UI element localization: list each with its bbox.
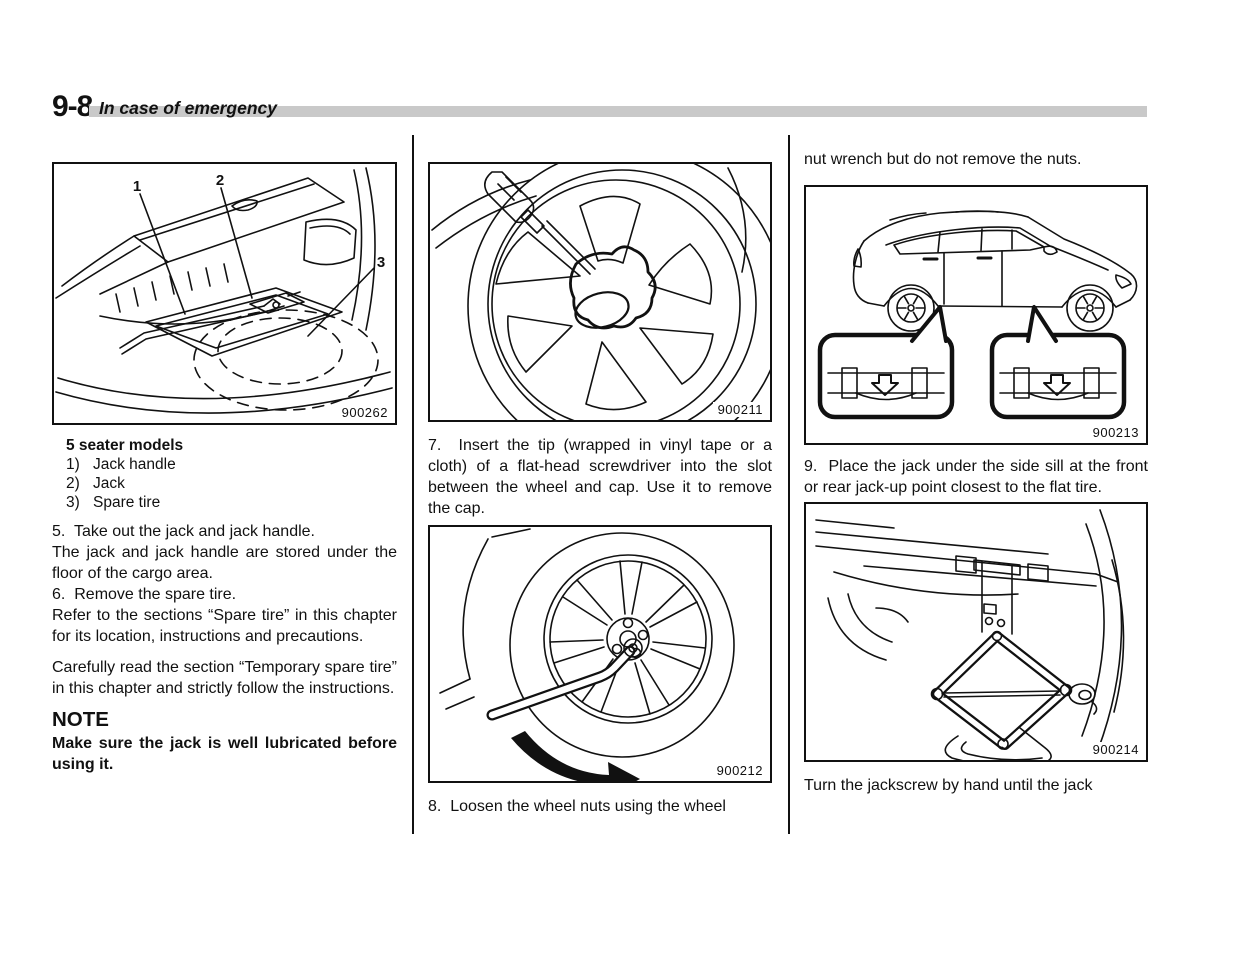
figure-jack-up-points: 900213 — [804, 185, 1148, 445]
header-bar — [89, 106, 1147, 117]
legend-item: 3) Spare tire — [66, 493, 397, 512]
legend-title: 5 seater models — [66, 437, 184, 454]
scissor-jack-icon — [930, 630, 1098, 760]
step-5-body: The jack and jack handle are stored unde… — [52, 544, 397, 582]
legend-item-label: Jack — [93, 475, 125, 492]
figure-loosen-nuts: 900212 — [428, 525, 772, 783]
step-6: 6. Remove the spare tire. — [52, 586, 237, 603]
left-column: 1 2 3 900262 5 seater models 1) Jack han… — [52, 162, 397, 775]
jack-up-points-illustration — [817, 210, 1138, 420]
cargo-area-illustration: 1 2 3 — [55, 167, 393, 414]
callout-3: 3 — [377, 254, 385, 271]
section-number: 9-8 — [52, 90, 93, 123]
step-7: 7. Insert the tip (wrapped in vinyl tape… — [428, 437, 772, 517]
middle-column: 900211 7. Insert the tip (wrapped in vin… — [428, 162, 772, 817]
figure-number: 900262 — [336, 405, 388, 420]
column-divider-right — [788, 135, 790, 834]
callout-2: 2 — [216, 172, 224, 189]
figure-cap-removal: 900211 — [428, 162, 772, 422]
legend-item-label: Spare tire — [93, 494, 161, 511]
figure-number: 900214 — [1087, 742, 1139, 757]
scissor-jack-illustration — [815, 509, 1125, 760]
wheel-cap-removal-illustration — [431, 164, 770, 420]
legend-item-num: 3) — [66, 494, 80, 511]
figure-number: 900212 — [711, 763, 763, 778]
legend-item: 2) Jack — [66, 474, 397, 493]
continuation-text-top: nut wrench but do not remove the nuts. — [804, 151, 1082, 168]
callout-1: 1 — [133, 178, 141, 195]
rotation-arrow-icon — [511, 731, 640, 781]
figure-number: 900211 — [712, 402, 763, 417]
column-divider-left — [412, 135, 414, 834]
legend-item-num: 2) — [66, 475, 80, 492]
right-column: nut wrench but do not remove the nuts. — [804, 149, 1148, 796]
note-title: NOTE — [52, 708, 109, 731]
section-title: In case of emergency — [99, 98, 277, 118]
screwdriver-icon — [484, 171, 596, 275]
figure-number: 900213 — [1087, 425, 1139, 440]
caution-paragraph: Carefully read the section “Temporary sp… — [52, 659, 397, 697]
legend-item-num: 1) — [66, 456, 80, 473]
figure-jack-placement: 900214 — [804, 502, 1148, 762]
wheel-nut-loosening-illustration — [439, 528, 735, 781]
note-body: Make sure the jack is well lubricated be… — [52, 735, 397, 773]
figure-cargo-tools: 1 2 3 900262 — [52, 162, 397, 425]
step-6-body: Refer to the sections “Spare tire” in th… — [52, 607, 397, 645]
continuation-text-bottom: Turn the jackscrew by hand until the jac… — [804, 777, 1093, 794]
step-5: 5. Take out the jack and jack handle. — [52, 523, 315, 540]
legend-item: 1) Jack handle — [66, 455, 397, 474]
step-8: 8. Loosen the wheel nuts using the wheel — [428, 798, 726, 815]
down-arrow-icon — [871, 374, 899, 396]
lug-wrench-icon — [486, 638, 643, 721]
wheel-icon — [887, 284, 935, 332]
step-9: 9. Place the jack under the side sill at… — [804, 458, 1148, 496]
figure-legend: 5 seater models 1) Jack handle 2) Jack 3… — [66, 436, 397, 512]
legend-item-label: Jack handle — [93, 456, 176, 473]
